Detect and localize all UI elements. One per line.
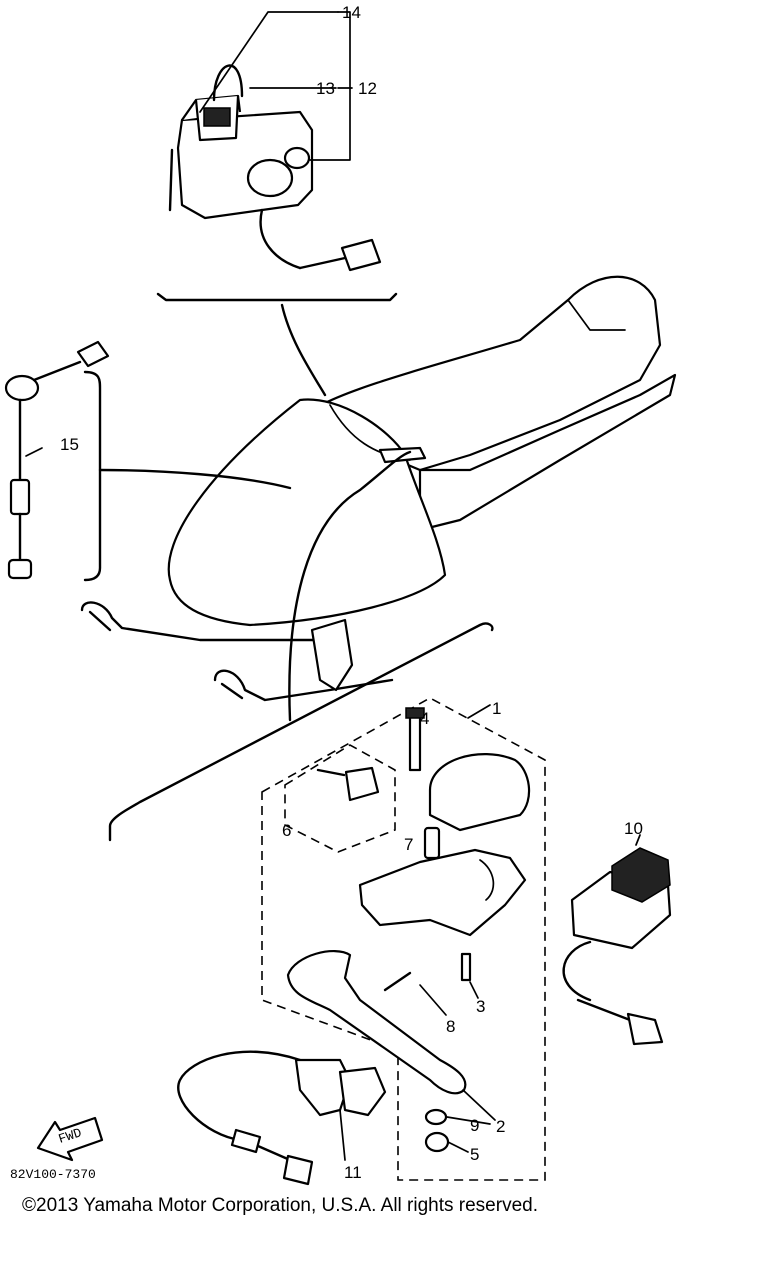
- leaders-top: [199, 11, 353, 161]
- module-10: [562, 834, 672, 1046]
- group-box-6: [284, 744, 396, 853]
- callout-13: 13: [316, 79, 335, 98]
- callout-12: 12: [358, 79, 377, 98]
- callout-9: 9: [470, 1116, 479, 1135]
- section-divider: [108, 622, 494, 842]
- callout-11: 11: [344, 1163, 362, 1182]
- switch-parts: [286, 707, 531, 1153]
- group-box-1: [261, 697, 546, 1181]
- leader-15: [98, 468, 292, 490]
- callout-6: 6: [282, 821, 291, 840]
- callout-10: 10: [624, 819, 643, 838]
- callout-5: 5: [470, 1145, 479, 1164]
- forward-arrow: FWD: [36, 1116, 104, 1162]
- callout-4: 4: [420, 709, 429, 728]
- callout-1: 1: [492, 699, 501, 718]
- group-bracket-top: [156, 292, 398, 302]
- leader-15-tick: [25, 447, 43, 457]
- callout-14: 14: [342, 3, 361, 22]
- cable-top: [280, 303, 327, 397]
- snowmobile: [80, 275, 677, 702]
- fwd-label: FWD: [57, 1125, 84, 1147]
- leader-1: [467, 704, 491, 719]
- callout-2: 2: [496, 1117, 505, 1136]
- switch-11: [177, 1050, 387, 1186]
- group-bracket-left: [83, 370, 102, 582]
- oil-tank-assembly: [168, 64, 382, 272]
- sheet-code: 82V100-7370: [10, 1167, 96, 1182]
- copyright-text: ©2013 Yamaha Motor Corporation, U.S.A. A…: [22, 1195, 538, 1216]
- cable-main: [288, 450, 412, 722]
- callout-7: 7: [404, 835, 413, 854]
- leaders-box: [339, 981, 496, 1161]
- callout-15: 15: [60, 435, 79, 454]
- callout-8: 8: [446, 1017, 455, 1036]
- callout-3: 3: [476, 997, 485, 1016]
- dipstick-15: [4, 340, 110, 580]
